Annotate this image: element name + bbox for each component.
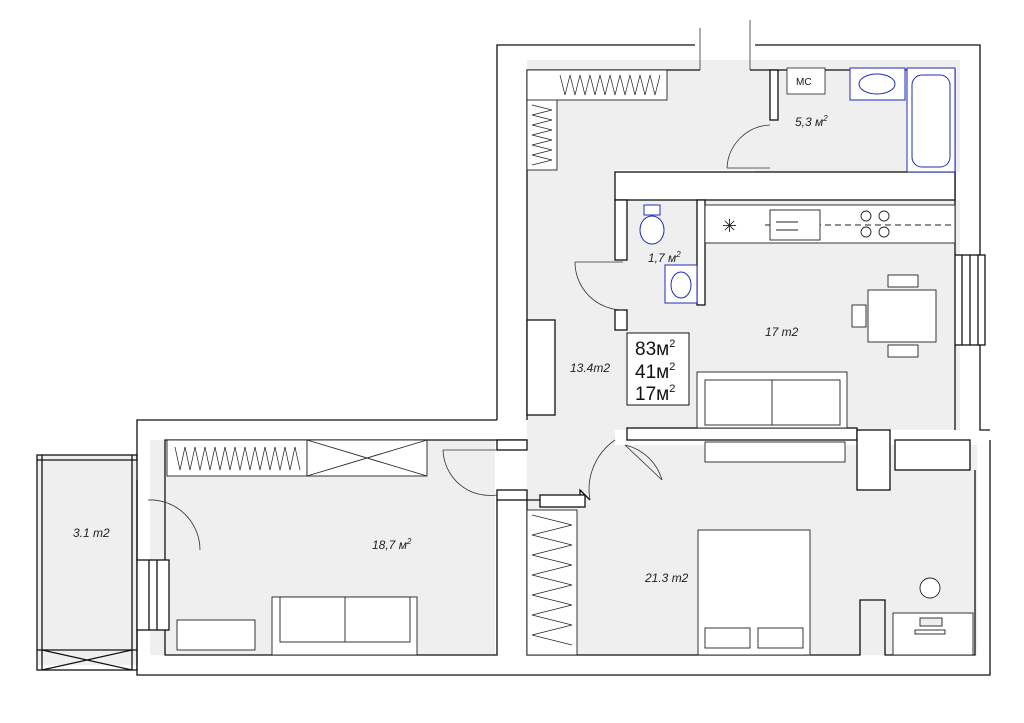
- sanitary: [639, 67, 956, 304]
- toilet-bowl: [639, 215, 665, 245]
- svg-text:1,7 м2: 1,7 м2: [648, 250, 681, 265]
- doors: [147, 20, 771, 551]
- room-label-bedroom: 21.3 m2: [644, 571, 689, 585]
- kitchen-sofa: [696, 371, 848, 429]
- living-wardrobe: [166, 439, 428, 477]
- furniture: ✳: [166, 69, 974, 656]
- svg-text:41м2: 41м2: [635, 361, 675, 383]
- svg-text:17м2: 17м2: [635, 383, 675, 405]
- summary-kitchen: 17м: [635, 384, 669, 405]
- room-label-toilet: 1,7 м: [648, 251, 676, 265]
- washing-machine: [786, 67, 826, 95]
- living-sofa: [271, 596, 418, 656]
- area-summary: 83м2 41м2 17м2: [626, 332, 690, 406]
- hall-wardrobe: [526, 69, 668, 171]
- svg-text:18,7 м2: 18,7 м2: [372, 537, 412, 552]
- summary-living: 41м: [635, 362, 669, 383]
- bedroom-tv-stand: [704, 441, 846, 463]
- bedroom-wardrobe: [526, 509, 578, 656]
- svg-text:83м2: 83м2: [635, 338, 675, 360]
- kitchen-counter: [704, 204, 956, 244]
- kitchen-table: [851, 274, 937, 358]
- room-label-balcony: 3.1 m2: [73, 526, 110, 540]
- chair-icon: [919, 577, 941, 599]
- room-label-living: 18,7 м: [372, 538, 407, 552]
- bedroom-bed: [697, 529, 811, 656]
- fridge-icon: ✳: [722, 216, 737, 236]
- interior-walls: [136, 69, 971, 631]
- room-labels: 3.1 m2 18,7 м2 13.4m2 17 m2 21.3 m2 1,7 …: [73, 114, 828, 585]
- svg-text:5,3 м2: 5,3 м2: [795, 114, 828, 129]
- room-label-bathroom: 5,3 м: [795, 115, 823, 129]
- washing-machine-label: МС: [796, 77, 812, 88]
- living-tv-stand: [176, 619, 256, 651]
- room-label-kitchen: 17 m2: [765, 325, 799, 339]
- floor-areas: [37, 60, 977, 665]
- summary-total: 83м: [635, 339, 669, 360]
- room-label-hall: 13.4m2: [570, 361, 610, 375]
